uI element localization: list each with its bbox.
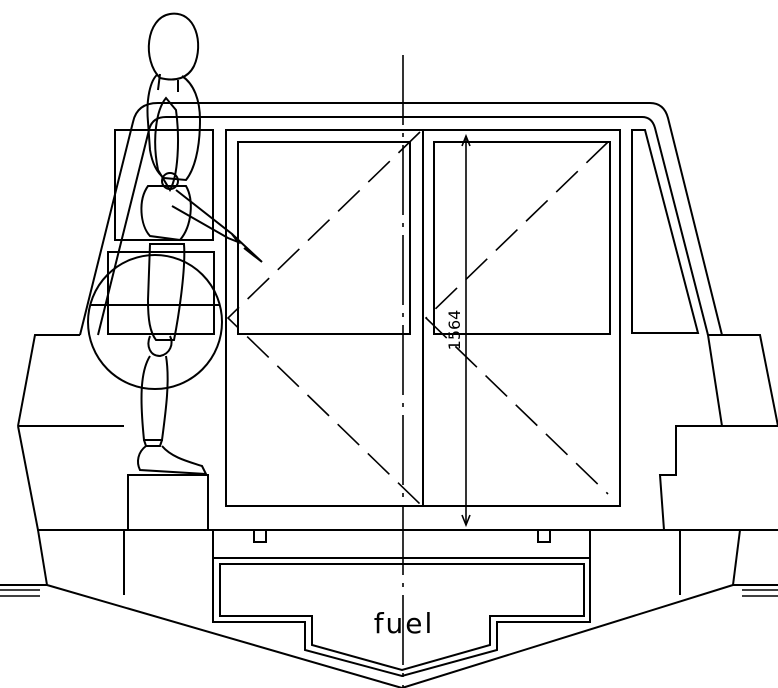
door-hinge-right	[537, 529, 551, 543]
dimension-line-1564: 1564	[445, 133, 471, 528]
door-left-panel	[226, 131, 421, 505]
fuel-tank: fuel	[212, 557, 591, 678]
door-left-swing-lines	[226, 131, 421, 505]
door-right-panel	[424, 141, 611, 495]
fuel-label: fuel	[374, 607, 435, 640]
right-gunwale-seat	[589, 334, 778, 622]
hull-bottom	[0, 584, 778, 688]
dimension-label: 1564	[445, 310, 464, 351]
left-gunwale-seat	[17, 334, 214, 622]
door-right-swing-lines	[424, 141, 609, 495]
left-side-windows	[107, 129, 215, 335]
human-figure	[87, 12, 263, 476]
double-door	[214, 129, 621, 531]
door-hinge-left	[253, 529, 267, 543]
cabin-roof-outline	[79, 102, 723, 336]
right-side-window	[631, 129, 700, 334]
